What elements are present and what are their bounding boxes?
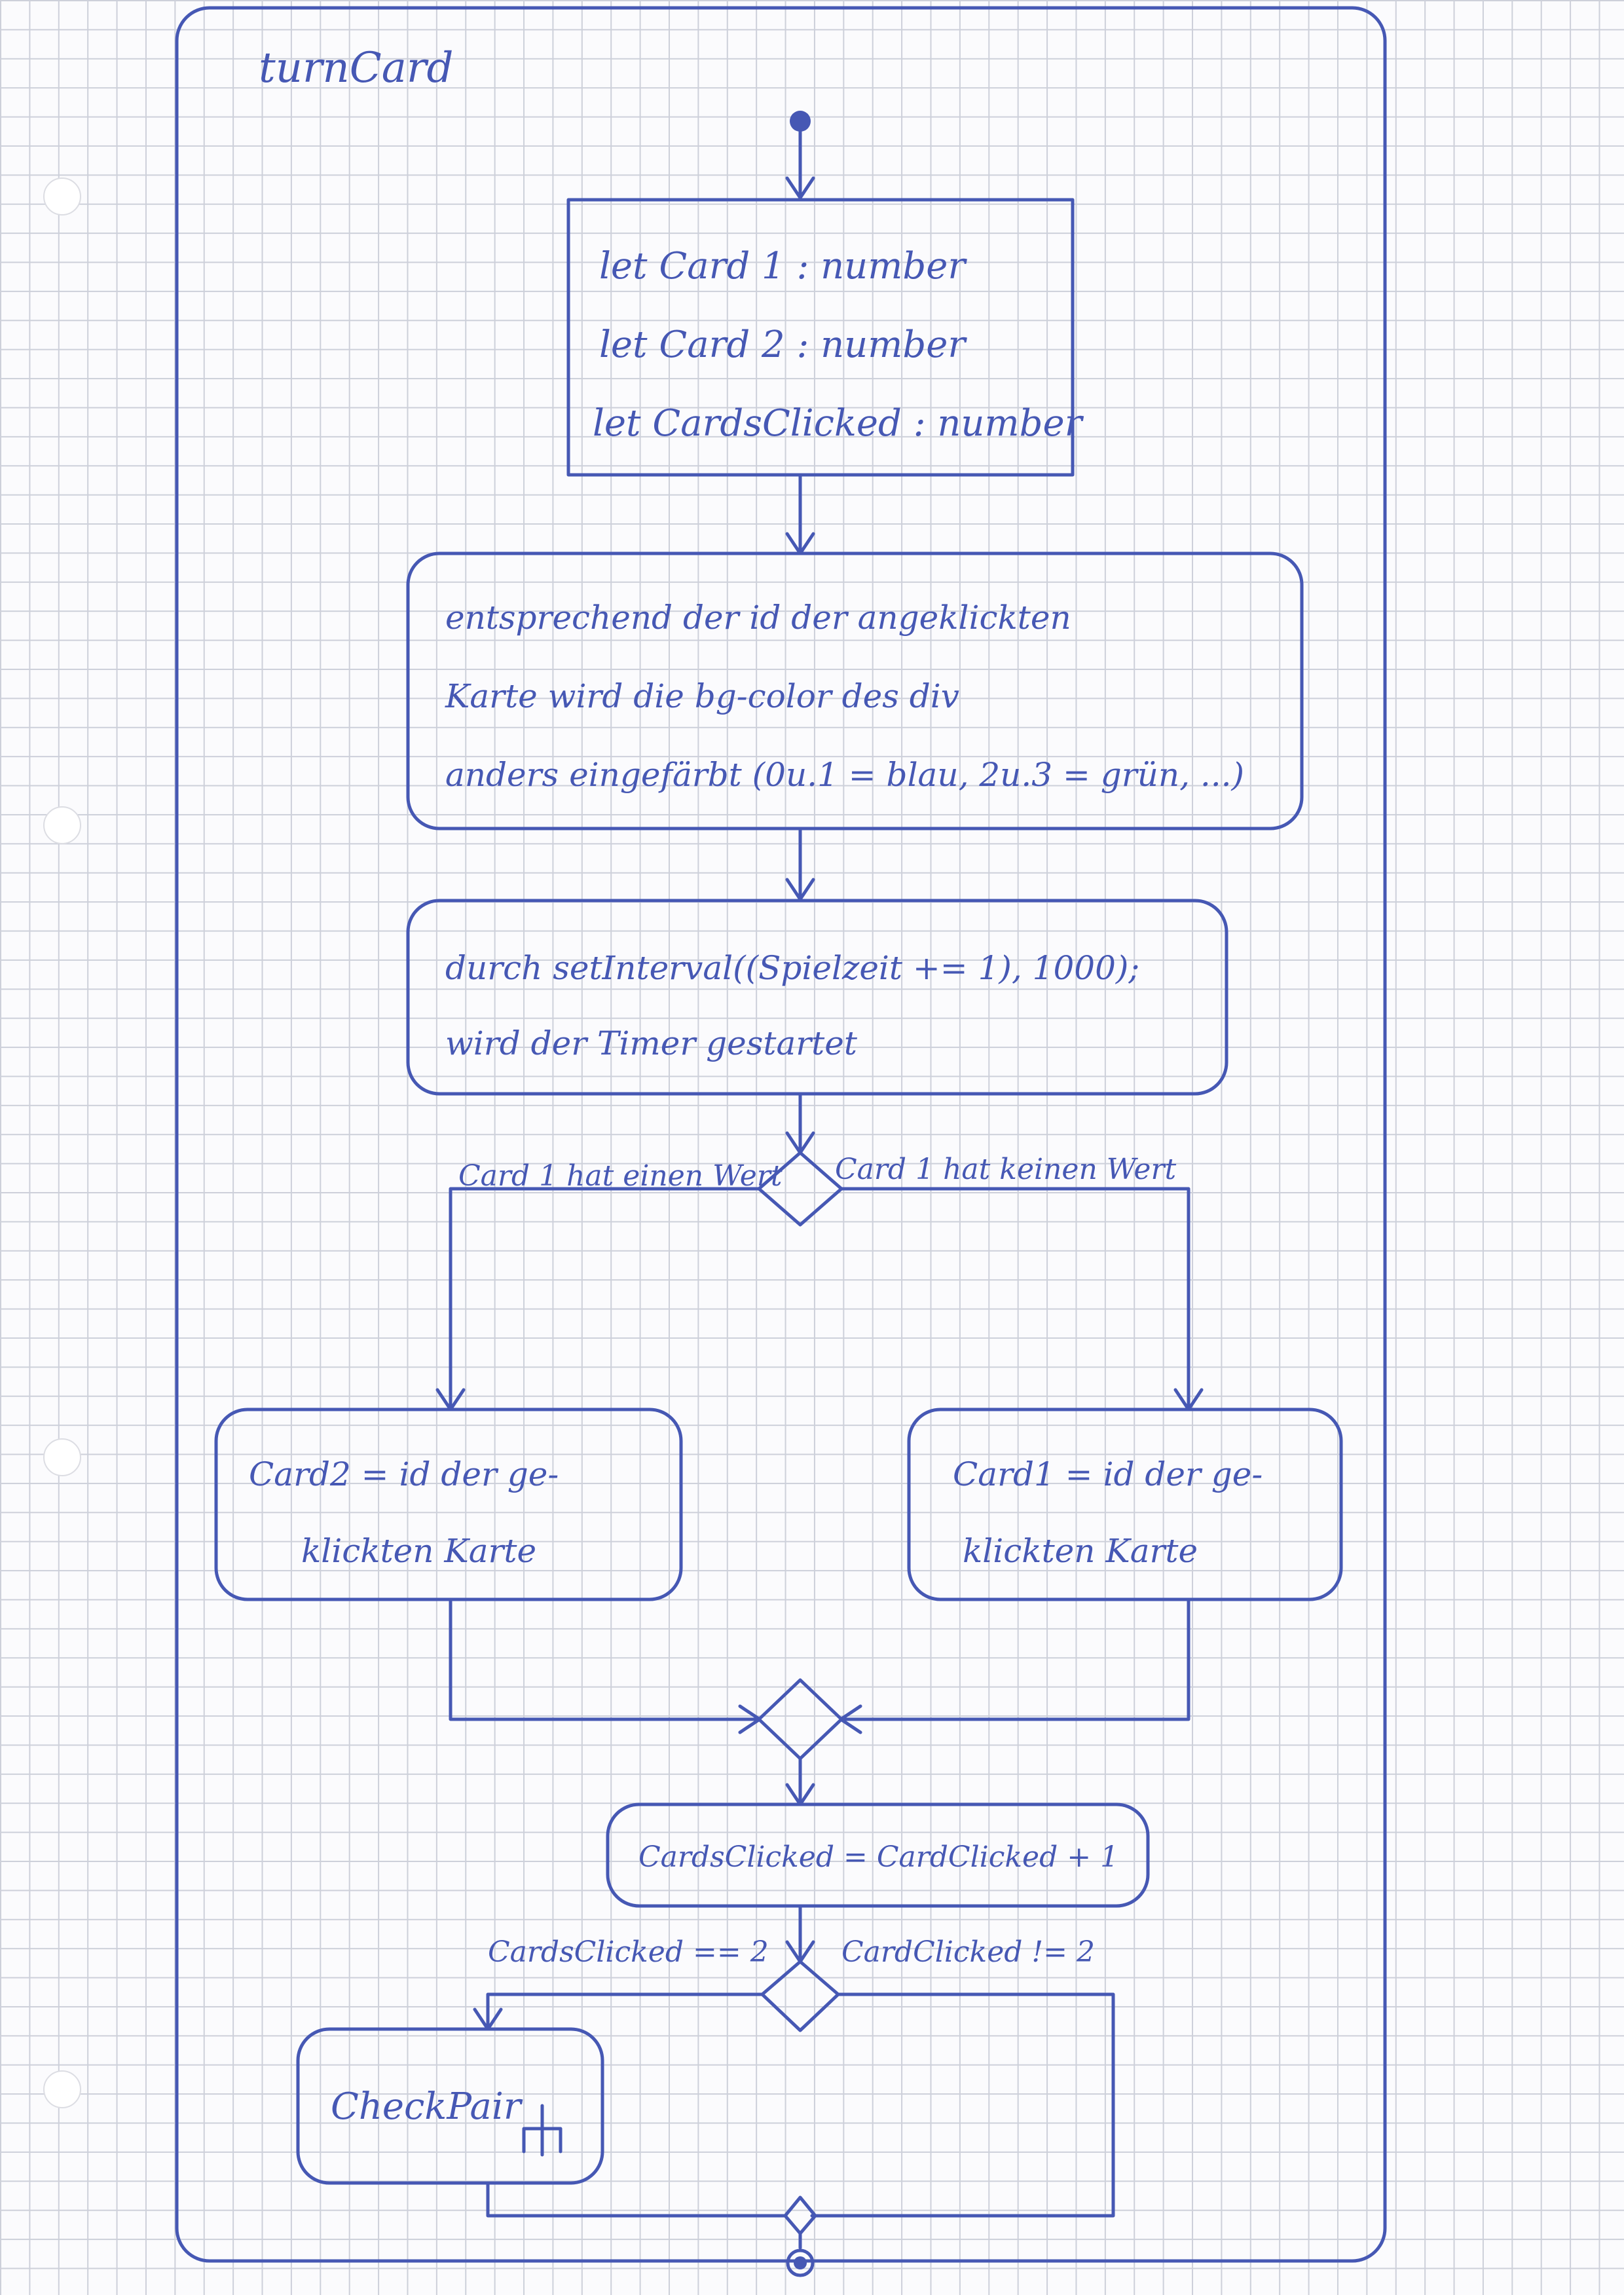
set-card1-line-2: klickten Karte [963, 1532, 1198, 1570]
arrow-merge-to-increment [785, 1757, 815, 1806]
guard-clicked-neq-2: CardClicked != 2 [841, 1935, 1095, 1969]
color-card-line-3: anders eingefärbt (0u.1 = blau, 2u.3 = g… [445, 756, 1244, 794]
action-increment-clicked [606, 1802, 1150, 1908]
initial-node [790, 111, 811, 132]
binder-holes [43, 177, 81, 2108]
flow-to-check-pair [473, 1992, 764, 2031]
action-start-timer [406, 899, 1228, 1096]
check-pair-text: CheckPair [331, 2085, 523, 2128]
start-timer-line-1: durch setInterval((Spielzeit += 1), 1000… [445, 949, 1139, 987]
flow-card2-to-merge [449, 1597, 762, 1734]
set-card2-line-2: klickten Karte [301, 1532, 536, 1570]
decision-card1-value [757, 1151, 843, 1227]
declaration-card1: let Card 1 : number [599, 245, 967, 288]
increment-clicked-text: CardsClicked = CardClicked + 1 [638, 1840, 1118, 1874]
start-timer-line-2: wird der Timer gestartet [445, 1024, 858, 1062]
flow-check-pair-to-final-merge [486, 2181, 788, 2218]
action-set-card1 [907, 1408, 1343, 1601]
arrow-color-to-timer [785, 827, 815, 901]
rake-icon [522, 2104, 563, 2157]
set-card1-line-1: Card1 = id der ge- [953, 1455, 1263, 1493]
activity-title: turnCard [259, 44, 453, 92]
declarations-box [566, 198, 1075, 477]
flow-to-set-card2 [435, 1187, 761, 1411]
final-node [786, 2248, 815, 2277]
color-card-line-1: entsprechend der id der angeklickten [445, 599, 1071, 637]
declaration-card2: let Card 2 : number [599, 324, 967, 366]
action-color-card [406, 551, 1304, 830]
final-node-core [794, 2256, 807, 2269]
set-card2-line-1: Card2 = id der ge- [249, 1455, 559, 1493]
arrow-increment-to-decision [785, 1904, 815, 1964]
arrow-declarations-to-color [785, 473, 815, 555]
arrow-timer-to-decision [785, 1092, 815, 1155]
action-check-pair [296, 2027, 604, 2185]
flow-to-set-card1 [840, 1187, 1204, 1411]
flow-card1-to-merge [839, 1597, 1190, 1734]
merge-node [757, 1678, 843, 1761]
guard-clicked-eq-2: CardsClicked == 2 [488, 1935, 769, 1969]
action-set-card2 [214, 1408, 683, 1601]
color-card-line-2: Karte wird die bg-color des div [445, 677, 959, 715]
guard-card1-no-value: Card 1 hat keinen Wert [835, 1153, 1176, 1186]
flow-skip-check-pair [810, 1992, 1115, 2218]
activity-frame [175, 6, 1387, 2263]
arrow-initial-to-declarations [785, 129, 815, 200]
declaration-cardsclicked: let CardsClicked : number [593, 402, 1084, 445]
decision-cards-clicked [760, 1960, 840, 2032]
